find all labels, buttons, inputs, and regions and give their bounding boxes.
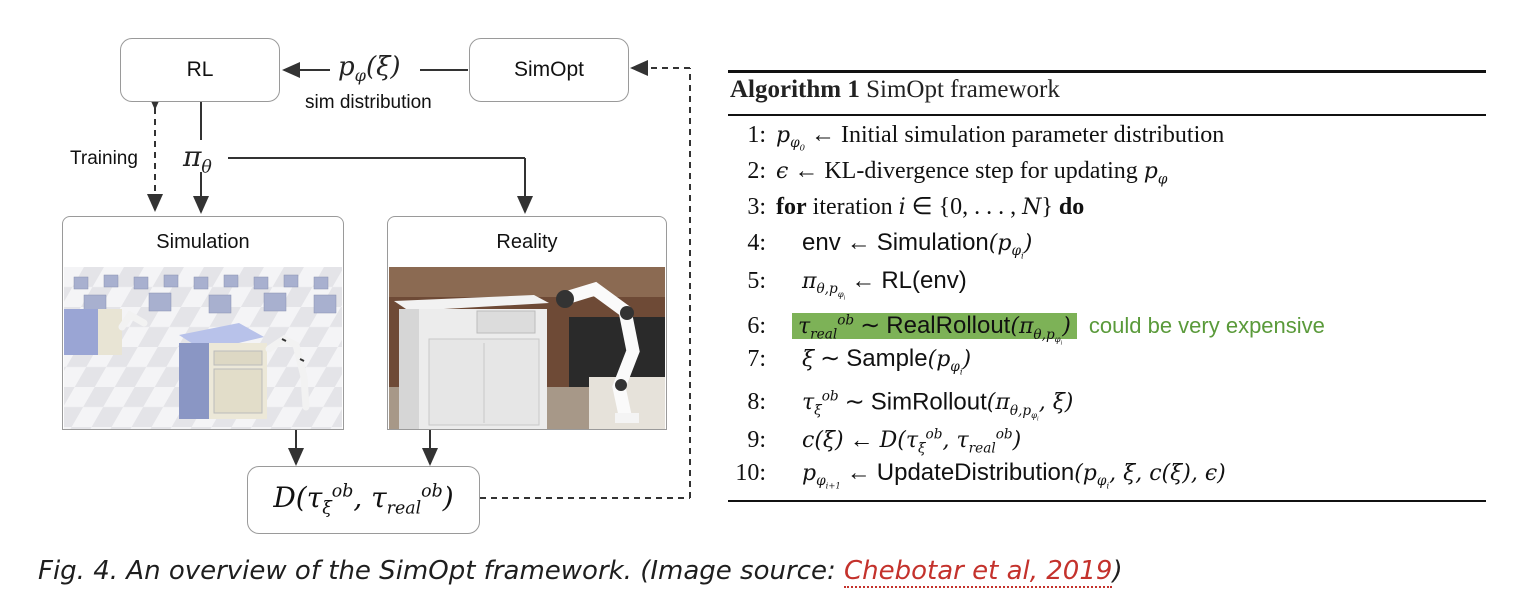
line3-iteration: iteration xyxy=(812,194,893,220)
algorithm-line-9: 9:c(ξ) ← D(τξob, τrealob) xyxy=(747,427,1022,457)
line1-text: Initial simulation parameter distributio… xyxy=(841,122,1225,148)
line8-fn: SimRollout xyxy=(870,388,987,416)
reality-panel: Reality xyxy=(387,216,667,430)
line3-for: for xyxy=(776,194,807,220)
discrepancy-box: D(τξob, τrealob) xyxy=(247,466,480,534)
algorithm-line-5: 5:πθ,pφi ← RL(env) xyxy=(747,267,967,302)
sim-distribution-label: sim distribution xyxy=(305,92,432,113)
discrepancy-formula: D(τξob, τrealob) xyxy=(273,481,454,519)
algorithm-line-3: 3:for iteration i ∈ {0, . . . , N} do xyxy=(747,194,1085,220)
simopt-label: SimOpt xyxy=(513,58,584,81)
algorithm-name: SimOpt framework xyxy=(866,76,1060,103)
line4-fn: Simulation xyxy=(876,229,989,256)
diagram-arrows xyxy=(147,60,691,499)
simulation-label: Simulation xyxy=(156,231,250,253)
algorithm-line-7: 7:ξ ∼ Sample(pφi) xyxy=(747,345,972,378)
algorithm-bottom-rule xyxy=(728,500,1486,502)
algorithm-title: Algorithm 1 SimOpt framework xyxy=(730,76,1060,104)
line4-env: env xyxy=(802,229,841,256)
line6-fn: RealRollout xyxy=(886,312,1011,340)
line6-note: could be very expensive xyxy=(1088,313,1325,339)
line2-text: KL-divergence step for updating xyxy=(824,158,1138,184)
reality-label: Reality xyxy=(496,231,558,253)
sim-distribution-formula: pφ(ξ) xyxy=(338,52,401,86)
algorithm-line-10: 10:pφi+1 ← UpdateDistribution(pφi, ξ, c(… xyxy=(735,459,1226,492)
algorithm-top-rule xyxy=(728,70,1486,73)
line5-fn: RL(env) xyxy=(881,267,967,294)
algorithm-line-4: 4:env ← Simulation(pφi) xyxy=(747,229,1033,262)
rl-box: RL xyxy=(120,38,280,102)
figure-caption: Fig. 4. An overview of the SimOpt framew… xyxy=(38,556,1123,588)
algorithm-line-8: 8:τξob ∼ SimRollout(πθ,pφi, ξ) xyxy=(747,388,1074,424)
algorithm-number: Algorithm 1 xyxy=(730,76,860,103)
simulation-panel: Simulation xyxy=(62,216,344,430)
algorithm-line-1: 1:pφ0 ← Initial simulation parameter dis… xyxy=(747,122,1225,154)
line6-highlight: τrealob ∼ RealRollout(πθ,pφi) xyxy=(792,312,1077,347)
caption-source-link[interactable]: Chebotar et al, 2019 xyxy=(844,556,1113,588)
algorithm-line-6: 6:τrealob ∼ RealRollout(πθ,pφi)could be … xyxy=(747,312,1325,348)
caption-close: ) xyxy=(1112,556,1123,586)
line7-fn: Sample xyxy=(846,345,928,372)
algorithm-line-2: 2:ϵ ← KL-divergence step for updating pφ xyxy=(747,158,1168,188)
policy-symbol: πθ xyxy=(183,140,212,178)
algorithm-mid-rule xyxy=(728,114,1486,116)
simopt-box: SimOpt xyxy=(469,38,629,102)
rl-label: RL xyxy=(186,58,214,81)
training-label: Training xyxy=(70,148,138,169)
caption-text: Fig. 4. An overview of the SimOpt framew… xyxy=(38,556,844,586)
reality-photo xyxy=(389,267,665,429)
line3-do: do xyxy=(1058,194,1085,220)
line10-fn: UpdateDistribution xyxy=(876,459,1075,486)
simulation-image xyxy=(64,267,342,429)
